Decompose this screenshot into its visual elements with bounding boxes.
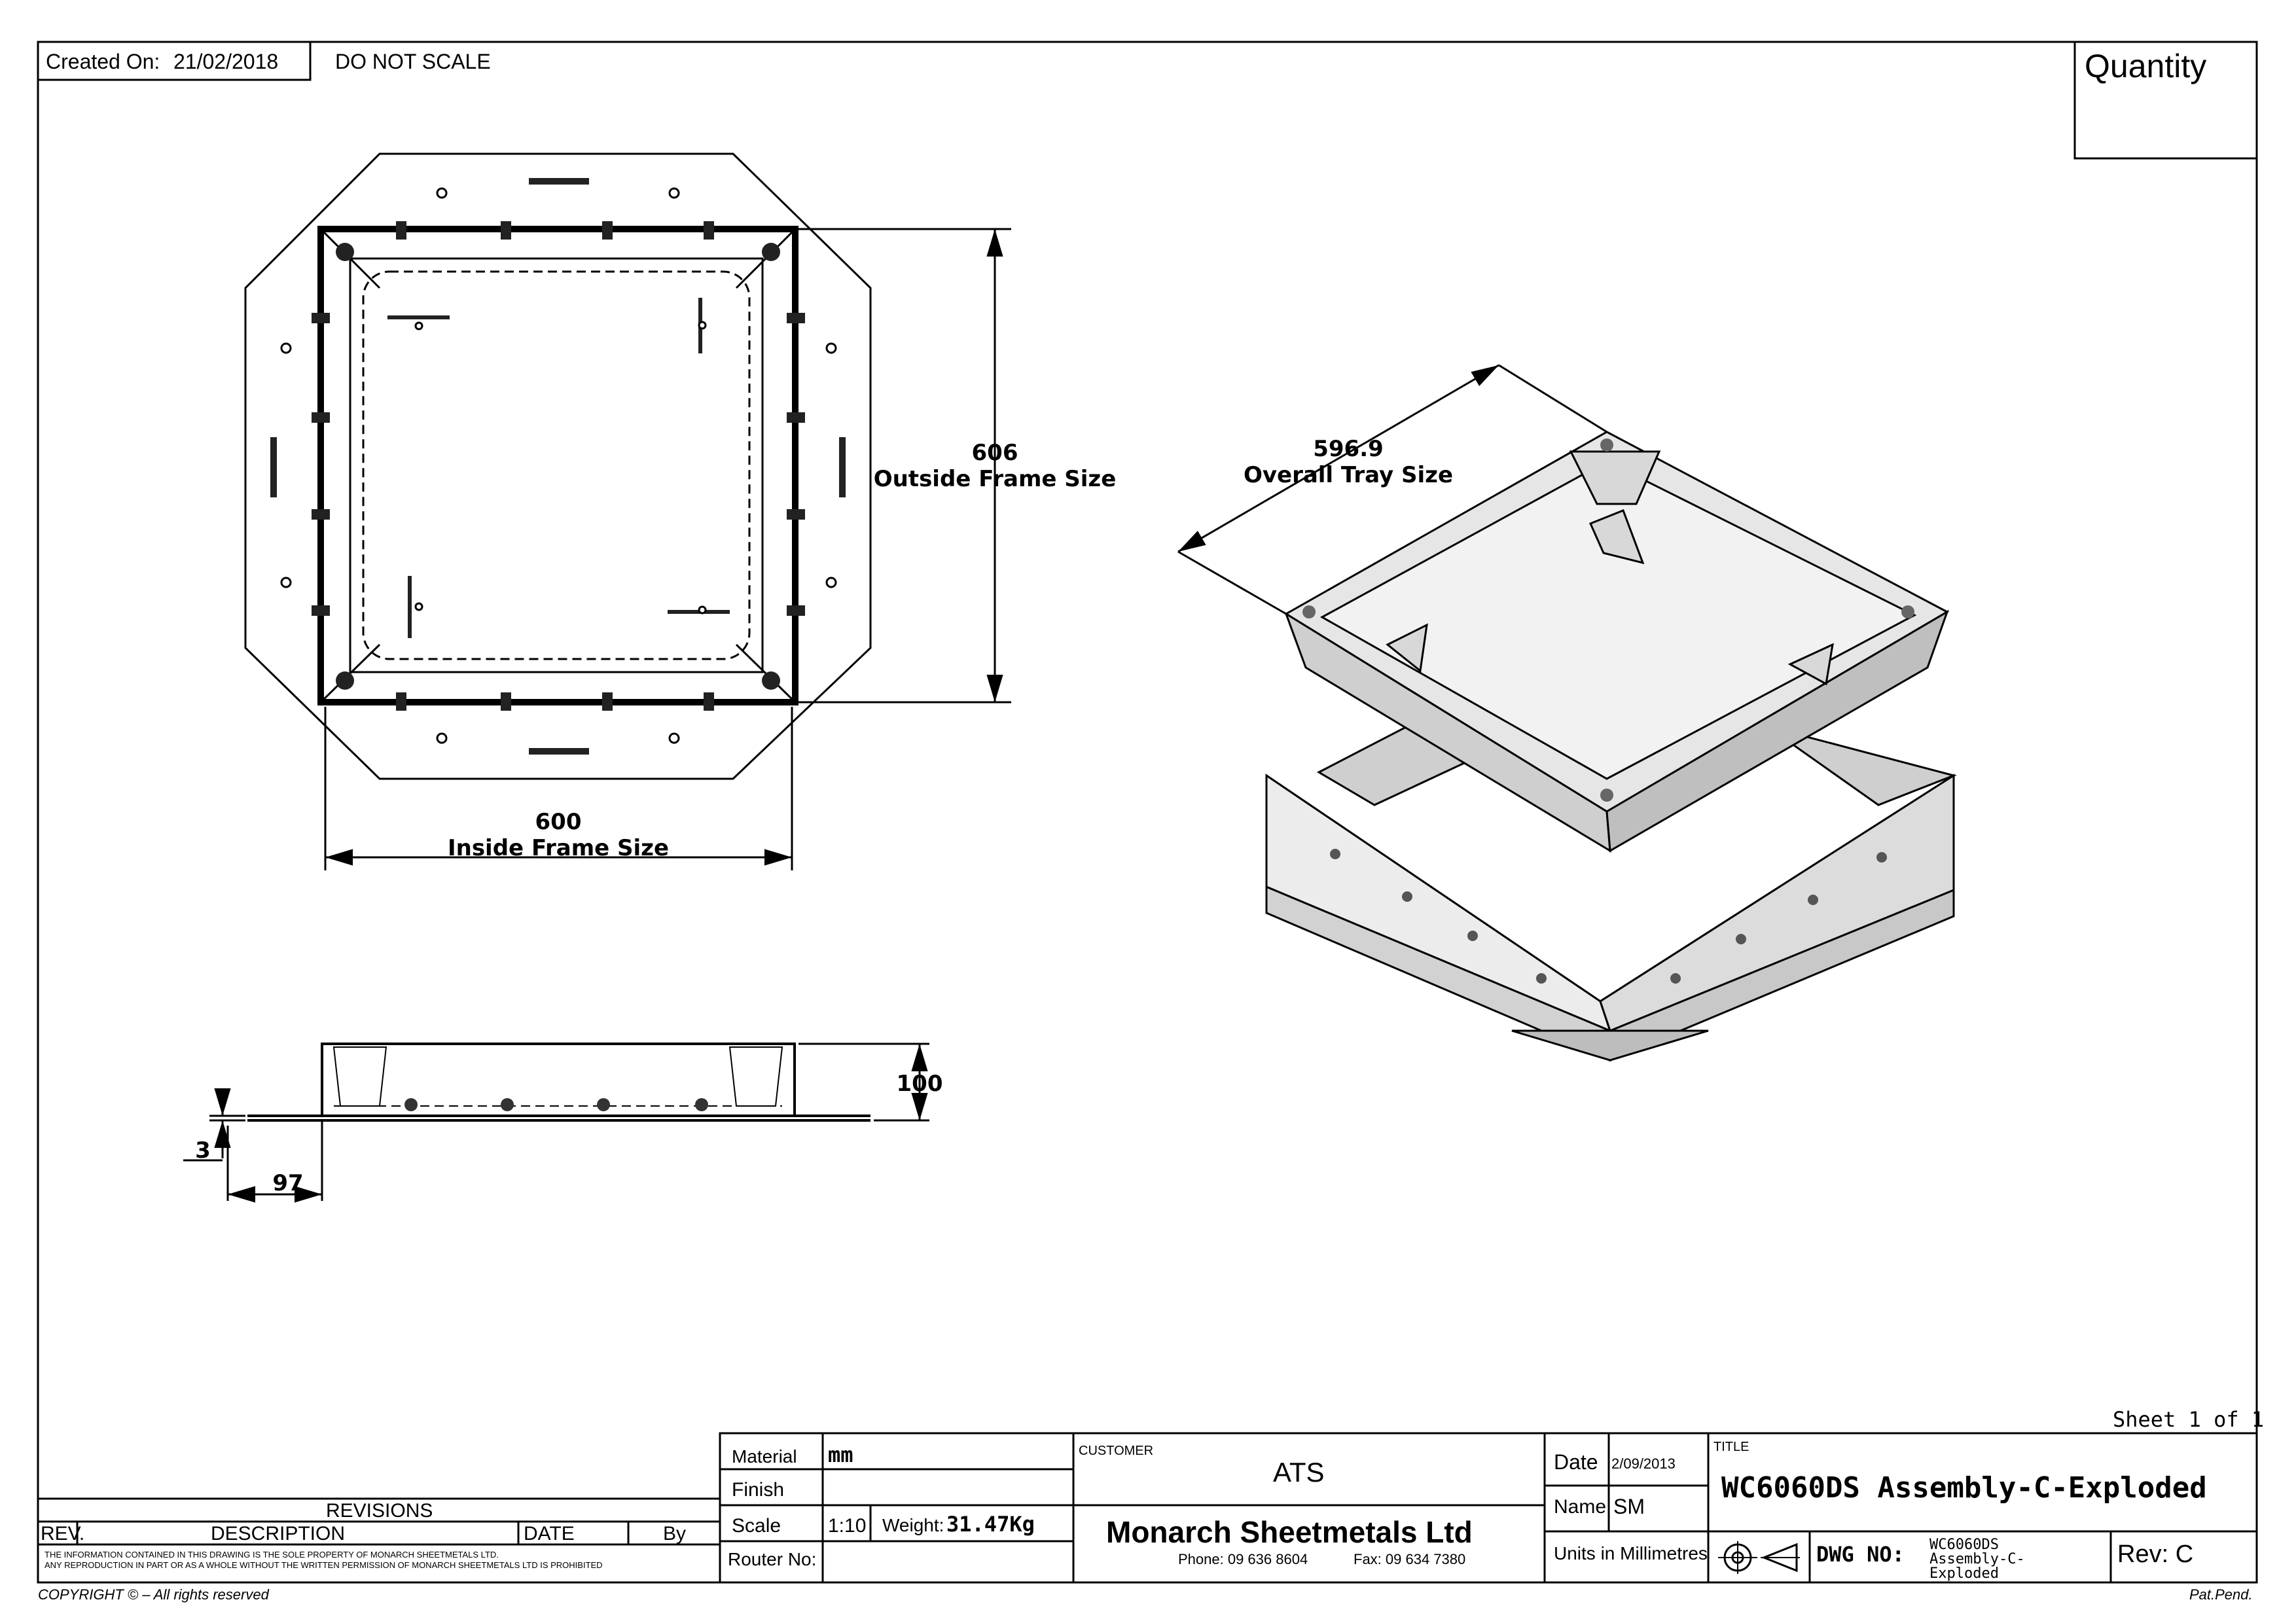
date-value: 2/09/2013 xyxy=(1611,1455,1676,1472)
thickness-dim-value: 3 xyxy=(195,1137,211,1164)
material-value: mm xyxy=(828,1442,853,1467)
scale-value: 1:10 xyxy=(828,1515,867,1537)
finish-label: Finish xyxy=(732,1479,785,1501)
created-box xyxy=(37,41,312,81)
revision-code: Rev: C xyxy=(2117,1541,2194,1568)
height-dim-value: 100 xyxy=(896,1071,943,1097)
router-label: Router No: xyxy=(728,1549,817,1569)
outside-frame-value: 606 xyxy=(971,440,1018,466)
date-column-header: DATE xyxy=(524,1523,575,1544)
quantity-box xyxy=(2073,41,2258,160)
dwg-number-value: WC6060DS Assembly-C-Exploded xyxy=(1929,1537,2025,1582)
dim-606-lines xyxy=(798,228,1011,704)
weight-value: 31.47Kg xyxy=(946,1512,1035,1537)
tray-size-label: Overall Tray Size xyxy=(1243,462,1454,488)
property-notice-line1: THE INFORMATION CONTAINED IN THIS DRAWIN… xyxy=(45,1550,499,1560)
projection-symbol-icon xyxy=(1718,1541,1800,1574)
company-fax: Fax: 09 634 7380 xyxy=(1354,1551,1466,1567)
drawing-title: WC6060DS Assembly-C-Exploded xyxy=(1721,1471,2207,1505)
name-label: Name xyxy=(1554,1496,1607,1518)
isometric-frame-drawing xyxy=(1265,725,1957,1062)
inside-frame-value: 600 xyxy=(535,809,582,835)
dim-97-lines xyxy=(226,1120,323,1203)
flange-dim-value: 97 xyxy=(272,1170,304,1196)
title-label: TITLE xyxy=(1713,1440,1749,1454)
dim-600-lines xyxy=(324,707,793,870)
patent-notice: Pat.Pend. xyxy=(2189,1586,2253,1603)
customer-value: ATS xyxy=(1273,1457,1325,1488)
top-view-drawing xyxy=(244,152,872,780)
dim-596-lines xyxy=(1177,364,1607,615)
sheet-number: Sheet 1 of 1 xyxy=(2113,1407,2265,1432)
revisions-heading: REVISIONS xyxy=(326,1500,433,1522)
property-notice-line2: ANY REPRODUCTION IN PART OR AS A WHOLE W… xyxy=(45,1560,603,1570)
weight-label: Weight: xyxy=(882,1515,944,1535)
dim-3-lines xyxy=(183,1088,245,1162)
dwg-number-label: DWG NO: xyxy=(1816,1542,1905,1567)
scale-label: Scale xyxy=(732,1515,781,1537)
units-note: Units in Millimetres xyxy=(1554,1543,1708,1563)
outside-frame-label: Outside Frame Size xyxy=(873,466,1117,492)
side-view-drawing xyxy=(247,1043,870,1122)
dim-100-lines xyxy=(798,1043,929,1122)
name-value: SM xyxy=(1613,1495,1645,1518)
material-label: Material xyxy=(732,1446,797,1467)
do-not-scale-note: DO NOT SCALE xyxy=(335,50,491,73)
customer-label: CUSTOMER xyxy=(1079,1444,1154,1458)
description-column-header: DESCRIPTION xyxy=(211,1523,346,1544)
company-name: Monarch Sheetmetals Ltd xyxy=(1106,1515,1473,1549)
title-block-grid xyxy=(38,1432,2258,1584)
copyright-notice: COPYRIGHT © – All rights reserved xyxy=(38,1586,269,1603)
tray-size-value: 596.9 xyxy=(1313,436,1384,462)
created-on-date: 21/02/2018 xyxy=(173,50,279,73)
company-phone: Phone: 09 636 8604 xyxy=(1178,1551,1308,1567)
rev-column-header: REV. xyxy=(41,1523,85,1544)
created-on-label: Created On: xyxy=(46,50,160,73)
inside-frame-label: Inside Frame Size xyxy=(447,835,670,861)
quantity-label: Quantity xyxy=(2085,48,2207,84)
by-column-header: By xyxy=(663,1523,687,1544)
date-label: Date xyxy=(1554,1450,1598,1474)
